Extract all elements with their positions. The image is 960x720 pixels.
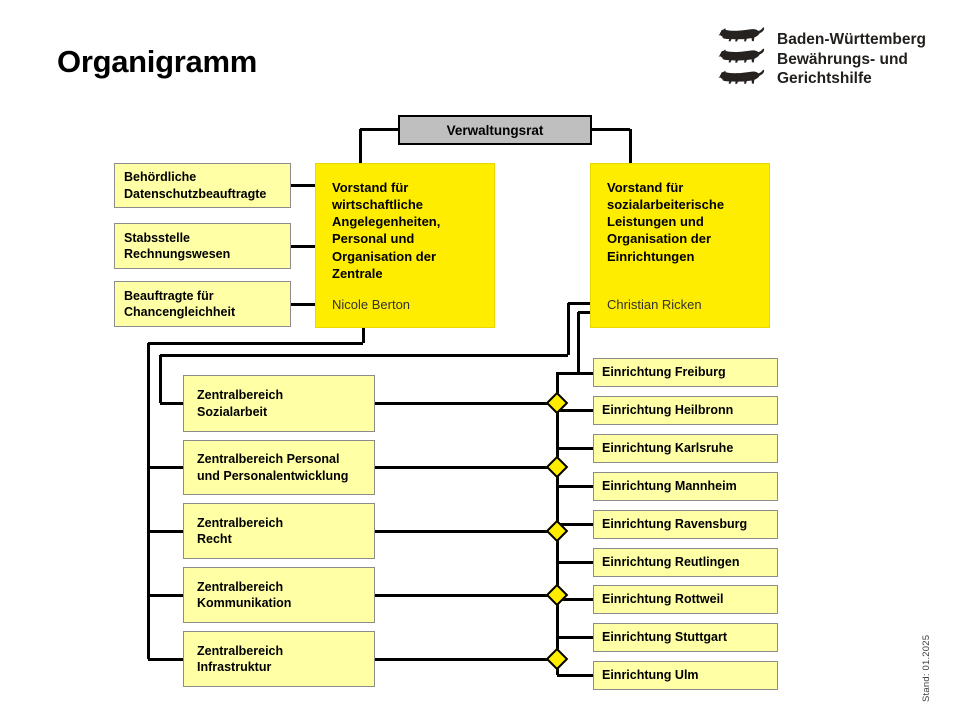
staff-label: Rechnungswesen [124,247,231,261]
logo-wordmark: Baden-Württemberg Bewährungs- und Gerich… [777,27,926,89]
connector-line [291,302,315,306]
facility-label: Einrichtung Rottweil [602,592,724,607]
logo: Baden-Württemberg Bewährungs- und Gerich… [718,27,926,89]
connector-line [375,401,557,405]
connector-line [576,312,580,373]
connector-line [557,371,593,375]
vorstand-wirtschaft-box: Vorstand für wirtschaftliche Angelegenhe… [315,163,495,328]
stand-note: Stand: 01.2025 [921,634,932,702]
connector-line [568,301,590,305]
connector-line [361,328,365,343]
page-title: Organigramm [57,44,257,79]
facility-label: Einrichtung Mannheim [602,479,737,494]
connector-line [375,465,557,469]
connector-line [557,674,593,677]
connector-line [557,447,593,450]
facility-box-ulm: Einrichtung Ulm [593,661,778,690]
logo-line-3: Gerichtshilfe [777,70,872,87]
connector-line [148,465,183,469]
dept-label: und Personalentwicklung [197,468,349,483]
connector-line [158,355,162,403]
connector-line [592,127,630,131]
vorstand-sozial-box: Vorstand für sozialarbeiterische Leistun… [590,163,770,328]
dept-box-kommunikation: Zentralbereich Kommunikation [183,567,375,623]
facility-box-reutlingen: Einrichtung Reutlingen [593,548,778,577]
dept-label: Zentralbereich [197,388,284,402]
connector-line [375,593,557,597]
connector-line [148,657,183,661]
facility-label: Einrichtung Stuttgart [602,630,727,645]
connector-line [148,529,183,533]
dept-label: Zentralbereich [197,643,284,658]
connector-line [557,485,593,488]
facility-box-heilbronn: Einrichtung Heilbronn [593,396,778,425]
connector-line [557,598,593,601]
bw-three-lions-icon [718,27,765,84]
vorstand-sozial-name: Christian Ricken [607,296,702,312]
vorstand-wirtschaft-title: Vorstand für wirtschaftliche Angelegenhe… [332,180,441,281]
verwaltungsrat-box: Verwaltungsrat [398,115,592,145]
dept-label: Zentralbereich [197,579,284,594]
diamond-junction-icon [545,455,569,479]
diamond-junction-icon [545,583,569,607]
facility-label: Einrichtung Ulm [602,668,699,683]
connector-line [160,353,568,357]
facility-box-ravensburg: Einrichtung Ravensburg [593,510,778,539]
dept-label: Zentralbereich Personal [197,452,340,466]
connector-line [628,129,632,163]
facility-box-freiburg: Einrichtung Freiburg [593,358,778,387]
dept-box-recht: Zentralbereich Recht [183,503,375,559]
facility-label: Einrichtung Heilbronn [602,403,734,418]
dept-label: Kommunikation [197,596,292,610]
facility-label: Einrichtung Ravensburg [602,517,748,532]
connector-line [557,561,593,564]
staff-label: Behördliche [124,170,197,184]
dept-box-sozialarbeit: Zentralbereich Sozialarbeit [183,375,375,432]
dept-label: Recht [197,532,232,546]
connector-line [375,657,557,661]
dept-label: Infrastruktur [197,660,272,674]
connector-line [557,636,593,639]
facility-box-stuttgart: Einrichtung Stuttgart [593,623,778,652]
facility-label: Einrichtung Reutlingen [602,555,740,570]
dept-label: Sozialarbeit [197,404,268,419]
vorstand-sozial-title: Vorstand für sozialarbeiterische Leistun… [607,180,725,264]
dept-box-infrastruktur: Zentralbereich Infrastruktur [183,631,375,687]
verwaltungsrat-label: Verwaltungsrat [446,122,544,138]
connector-line [358,129,362,163]
logo-line-2: Bewährungs- und [777,50,908,68]
connector-line [566,303,570,355]
connector-line [557,523,593,526]
logo-line-1: Baden-Württemberg [777,31,926,48]
connector-line [291,244,315,248]
vorstand-wirtschaft-name: Nicole Berton [332,296,411,312]
dept-box-personal: Zentralbereich Personal und Personalentw… [183,440,375,495]
connector-line [375,529,557,533]
staff-label: Chancengleichheit [124,305,236,319]
staff-box-chancengleichheit: Beauftragte für Chancengleichheit [114,281,291,327]
connector-line [557,409,593,412]
connector-line [160,401,183,405]
staff-label: Stabsstelle [124,230,191,245]
staff-label: Datenschutzbeauftragte [124,186,267,201]
facility-box-rottweil: Einrichtung Rottweil [593,585,778,614]
connector-line [148,593,183,597]
connector-line [148,341,363,345]
connector-line [146,343,150,659]
facility-box-mannheim: Einrichtung Mannheim [593,472,778,501]
connector-line [578,310,590,314]
staff-box-datenschutz: Behördliche Datenschutzbeauftragte [114,163,291,208]
facility-label: Einrichtung Karlsruhe [602,441,734,456]
connector-line [291,184,315,187]
connector-line [360,127,398,131]
facility-box-karlsruhe: Einrichtung Karlsruhe [593,434,778,463]
facility-label: Einrichtung Freiburg [602,365,726,380]
dept-label: Zentralbereich [197,515,284,530]
staff-label: Beauftragte für [124,288,214,303]
diamond-junction-icon [545,647,569,671]
staff-box-rechnungswesen: Stabsstelle Rechnungswesen [114,223,291,269]
